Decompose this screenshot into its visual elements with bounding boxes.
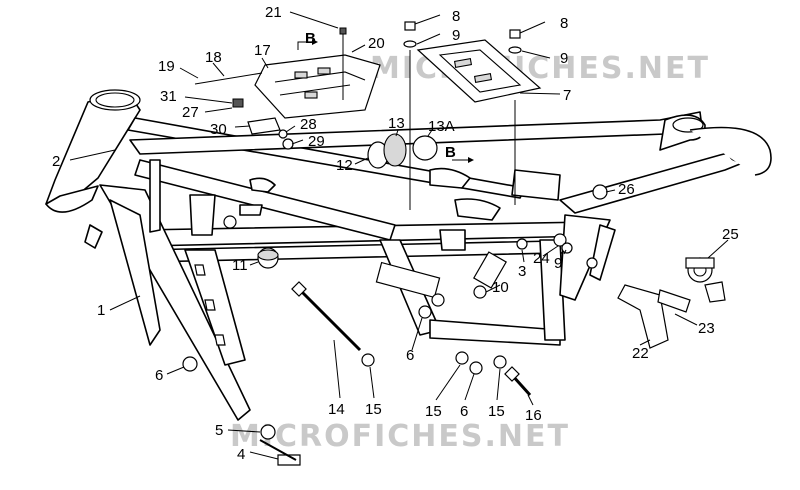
- callout-8: 8: [560, 15, 568, 32]
- callout-22: 22: [632, 345, 649, 362]
- callout-b: B: [445, 144, 456, 161]
- nut: [182, 356, 198, 372]
- callout-5: 5: [215, 422, 223, 439]
- screw: [232, 98, 244, 108]
- callout-16: 16: [525, 407, 542, 424]
- callout-2: 2: [52, 153, 60, 170]
- callout-24: 24: [533, 250, 550, 267]
- battery-tray: [254, 39, 381, 119]
- leader-lines: [69, 11, 729, 460]
- callout-6: 6: [155, 367, 163, 384]
- callout-6: 6: [460, 403, 468, 420]
- callout-29: 29: [308, 133, 325, 150]
- callout-11: 11: [232, 257, 248, 274]
- callout-13: 13: [388, 115, 405, 132]
- callout-4: 4: [237, 446, 245, 463]
- callout-1: 1: [97, 302, 105, 319]
- bolt: [509, 29, 521, 39]
- callout-9: 9: [554, 255, 562, 272]
- callout-30: 30: [210, 121, 227, 138]
- callout-6: 6: [406, 347, 414, 364]
- callout-15: 15: [488, 403, 505, 420]
- steering-lock: [685, 257, 726, 303]
- callout-13a: 13A: [428, 118, 455, 135]
- callout-8: 8: [452, 8, 460, 25]
- callout-15: 15: [425, 403, 442, 420]
- nut: [592, 184, 608, 200]
- callout-20: 20: [368, 35, 385, 52]
- washer: [493, 355, 507, 369]
- callout-3: 3: [518, 263, 526, 280]
- callout-b: B: [305, 30, 316, 47]
- callout-17: 17: [254, 42, 271, 59]
- nut: [469, 361, 483, 375]
- callout-25: 25: [722, 226, 739, 243]
- watermark-bottom: MICROFICHES.NET: [230, 419, 570, 454]
- callout-9: 9: [560, 50, 568, 67]
- washer: [361, 353, 375, 367]
- callout-27: 27: [182, 104, 199, 121]
- callout-7: 7: [563, 87, 571, 104]
- callout-labels: 21 8 8 9 9 B 20 19 18 17 31 27 30 28 29 …: [52, 4, 739, 463]
- callout-10: 10: [492, 279, 509, 296]
- long-bolt-head: [291, 281, 307, 297]
- callout-23: 23: [698, 320, 715, 337]
- washer: [455, 351, 469, 365]
- cover-plate: [416, 39, 542, 103]
- callout-14: 14: [328, 401, 345, 418]
- callout-9: 9: [452, 27, 460, 44]
- callout-26: 26: [618, 181, 635, 198]
- callout-15: 15: [365, 401, 382, 418]
- washer: [260, 424, 276, 440]
- bolt: [404, 21, 416, 31]
- callout-28: 28: [300, 116, 317, 133]
- bushing: [383, 133, 407, 167]
- callout-19: 19: [158, 58, 175, 75]
- callout-21: 21: [265, 4, 282, 21]
- callout-12: 12: [336, 157, 353, 174]
- bracket: [247, 117, 281, 135]
- nut: [418, 305, 432, 319]
- rod: [194, 72, 263, 85]
- callout-31: 31: [160, 88, 177, 105]
- callout-18: 18: [205, 49, 222, 66]
- bushing: [412, 135, 438, 161]
- watermark-top: MICROFICHES.NET: [370, 51, 710, 86]
